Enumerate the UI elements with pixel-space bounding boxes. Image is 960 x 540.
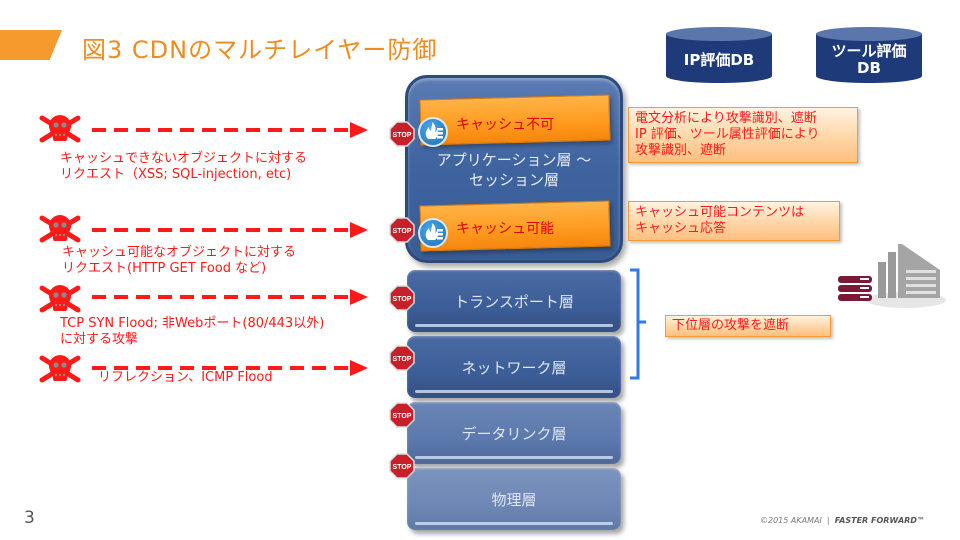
- firewall-icon: [418, 117, 448, 147]
- ip-reputation-db: IP評価DB: [665, 26, 773, 84]
- skull-crossbones-icon: [39, 355, 81, 383]
- database-icon: [816, 27, 922, 83]
- tool-reputation-db: ツール評価 DB: [815, 26, 923, 84]
- stop-label: STOP: [393, 356, 412, 363]
- footer-separator: |: [826, 516, 830, 525]
- attack-arrow: [92, 289, 368, 305]
- attack-arrow: [92, 222, 368, 238]
- attack-description: キャッシュできないオブジェクトに対する リクエスト（XSS; SQL-injec…: [60, 151, 308, 182]
- copyright-text: ©2015 AKAMAI: [760, 516, 822, 525]
- attack-description: リフレクション、ICMP Flood: [98, 370, 273, 385]
- physical-layer: 物理層: [407, 468, 621, 530]
- title-accent-bar: [0, 30, 62, 60]
- cacheable-note: キャッシュ可能コンテンツは キャッシュ応答: [628, 201, 840, 241]
- attack-arrow: [92, 360, 368, 376]
- page-number: 3: [24, 508, 35, 528]
- attack-arrow: [92, 122, 368, 138]
- stop-sign-icon: STOP: [389, 121, 415, 147]
- footer-copyright: ©2015 AKAMAI | FASTER FORWARD™: [760, 516, 925, 525]
- transport-layer: トランスポート層: [407, 270, 621, 332]
- lower-layers-bracket: [630, 268, 646, 380]
- db-label: IP評価DB: [683, 50, 755, 69]
- layer-label: ネットワーク層: [461, 358, 567, 377]
- database-icon: [666, 27, 772, 83]
- page-title: 図3 CDNのマルチレイヤー防御: [82, 36, 438, 64]
- lower-layers-note: 下位層の攻撃を遮断: [665, 315, 831, 337]
- stop-sign-icon: STOP: [389, 345, 415, 371]
- uncacheable-label: キャッシュ不可: [456, 117, 554, 133]
- cacheable-label: キャッシュ可能: [456, 221, 554, 237]
- stop-label: STOP: [393, 464, 412, 471]
- attack-description: TCP SYN Flood; 非Webポート(80/443以外) に対する攻撃: [60, 316, 325, 347]
- network-layer: ネットワーク層: [407, 336, 621, 398]
- layer-label: トランスポート層: [454, 292, 574, 311]
- firewall-icon: [418, 218, 448, 248]
- tagline: FASTER FORWARD™: [834, 516, 925, 525]
- application-session-layer-label: アプリケーション層 ～ セッション層: [436, 151, 592, 189]
- skull-crossbones-icon: [39, 285, 81, 313]
- layer-label: 物理層: [491, 490, 537, 509]
- stop-sign-icon: STOP: [389, 217, 415, 243]
- stop-label: STOP: [393, 413, 412, 420]
- stop-label: STOP: [393, 228, 412, 235]
- stop-label: STOP: [393, 296, 412, 303]
- stop-sign-icon: STOP: [389, 285, 415, 311]
- layer-label: データリンク層: [461, 424, 567, 443]
- uncacheable-note: 電文分析により攻撃識別、遮断 IP 評価、ツール属性評価により 攻撃識別、遮断: [628, 107, 858, 163]
- skull-crossbones-icon: [39, 215, 81, 243]
- data-center-icon: [838, 244, 946, 308]
- stop-label: STOP: [393, 132, 412, 139]
- stop-sign-icon: STOP: [389, 402, 415, 428]
- stop-sign-icon: STOP: [389, 453, 415, 479]
- attack-description: キャッシュ可能なオブジェクトに対する リクエスト(HTTP GET Food な…: [62, 245, 297, 276]
- db-label: ツール評価 DB: [831, 42, 907, 77]
- data-link-layer: データリンク層: [407, 402, 621, 464]
- skull-crossbones-icon: [39, 115, 81, 143]
